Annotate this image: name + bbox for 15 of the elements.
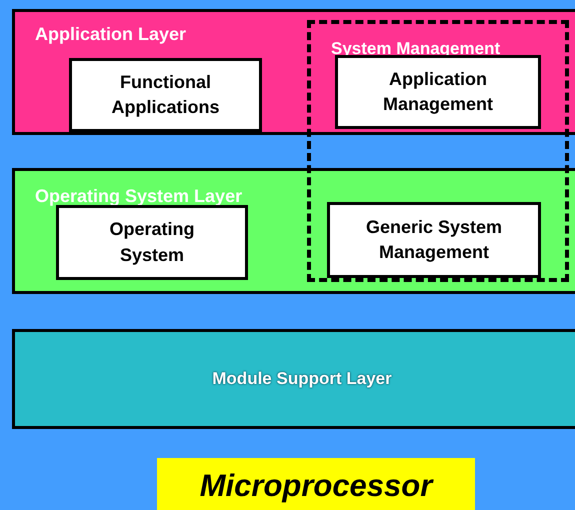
- component-box: [56, 205, 248, 280]
- layer-band: [12, 329, 575, 429]
- component-box: [327, 202, 541, 278]
- layer-title: Module Support Layer: [212, 369, 392, 389]
- layer-title: Operating System Layer: [35, 186, 242, 207]
- box-label: Application Management: [382, 68, 494, 116]
- box-label: Functional Applications: [110, 70, 220, 119]
- box-label: Generic System Management: [364, 216, 504, 264]
- group-title: System Management: [331, 39, 500, 59]
- processor-label: Microprocessor: [200, 468, 432, 504]
- box-label: Operating System: [108, 218, 196, 267]
- layer-title: Application Layer: [35, 24, 186, 45]
- processor-box: [157, 458, 475, 510]
- component-box: [335, 55, 541, 129]
- component-box: [69, 58, 262, 132]
